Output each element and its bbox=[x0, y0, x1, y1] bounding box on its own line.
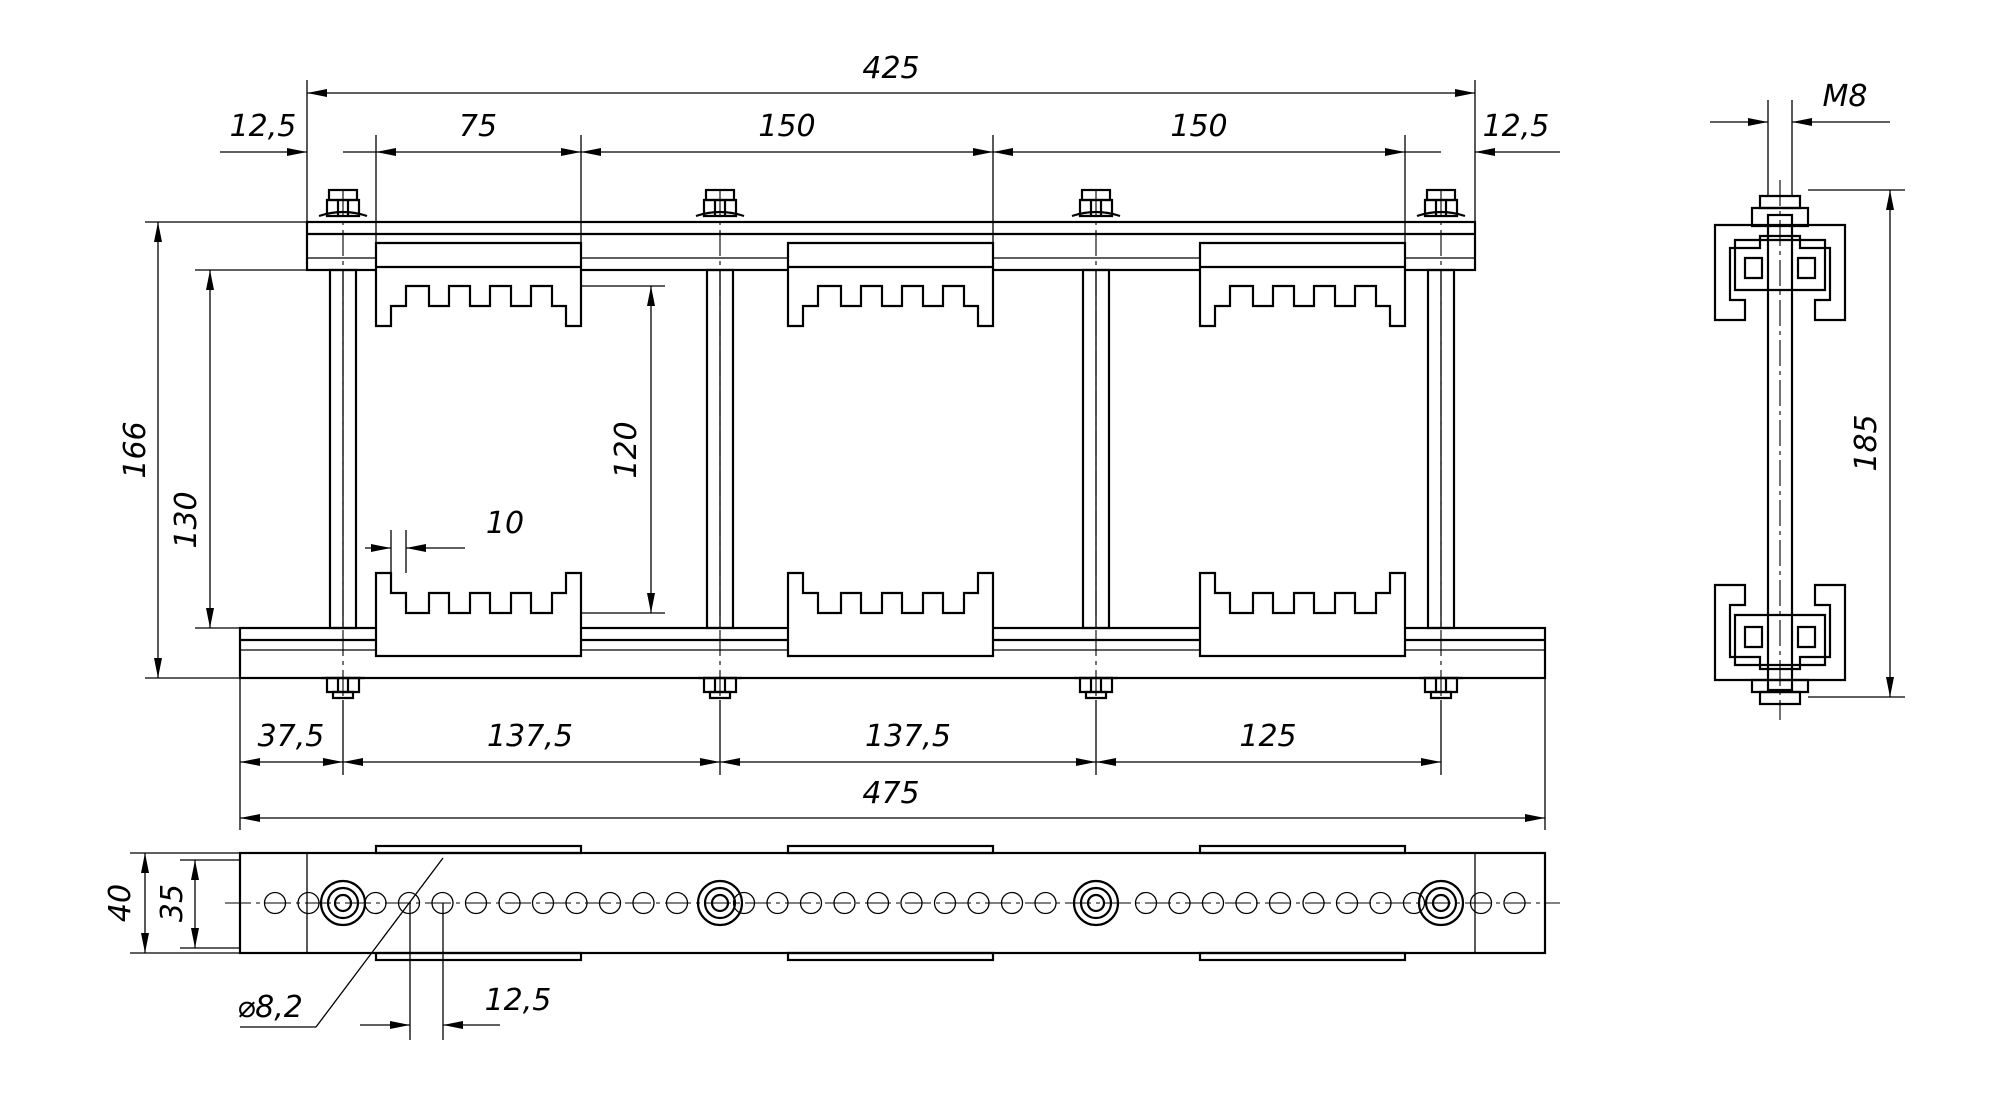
mounting-hole bbox=[1302, 891, 1325, 915]
mounting-hole bbox=[1402, 891, 1426, 915]
mounting-hole bbox=[263, 891, 287, 915]
dim-35: 35 bbox=[155, 884, 190, 922]
mounting-hole bbox=[1335, 891, 1359, 915]
dim-150-b: 150 bbox=[1170, 109, 1227, 144]
mounting-hole bbox=[1503, 891, 1526, 915]
dim-425: 425 bbox=[862, 51, 919, 86]
mounting-hole bbox=[799, 891, 823, 915]
dim-475: 475 bbox=[862, 776, 919, 811]
dim-12-5-bottom: 12,5 bbox=[485, 983, 552, 1018]
dim-12-5-left: 12,5 bbox=[230, 109, 297, 144]
dim-37-5: 37,5 bbox=[258, 719, 325, 754]
dim-150-a: 150 bbox=[758, 109, 815, 144]
mounting-hole bbox=[933, 891, 957, 915]
mounting-hole bbox=[1134, 891, 1158, 915]
mounting-hole bbox=[1034, 891, 1057, 915]
dim-137-5-b: 137,5 bbox=[865, 719, 951, 754]
mounting-hole bbox=[1235, 891, 1258, 915]
dim-diameter-8-2: ⌀8,2 bbox=[237, 990, 303, 1025]
bottom-combs bbox=[374, 571, 1407, 658]
mounting-hole bbox=[766, 891, 789, 915]
mounting-hole bbox=[967, 891, 990, 915]
front-view bbox=[238, 188, 1547, 700]
mounting-hole bbox=[866, 891, 890, 915]
mounting-hole bbox=[598, 891, 622, 915]
top-combs bbox=[374, 241, 1407, 328]
plan-view bbox=[225, 844, 1560, 962]
side-view bbox=[1713, 180, 1847, 720]
plan-bolts bbox=[319, 879, 1465, 927]
dim-75: 75 bbox=[459, 109, 497, 144]
mounting-hole bbox=[1369, 891, 1392, 915]
bottom-nuts bbox=[319, 676, 1465, 700]
mounting-hole bbox=[1268, 891, 1292, 915]
mounting-hole bbox=[665, 891, 689, 915]
dim-137-5-a: 137,5 bbox=[487, 719, 573, 754]
dim-40: 40 bbox=[103, 884, 138, 922]
mounting-hole bbox=[565, 891, 588, 915]
dim-120: 120 bbox=[609, 421, 644, 478]
mounting-hole bbox=[297, 891, 320, 915]
mounting-hole bbox=[900, 891, 923, 915]
dim-12-5-right: 12,5 bbox=[1483, 109, 1550, 144]
mounting-hole bbox=[833, 891, 856, 915]
side-dimensions: M8 185 bbox=[1710, 79, 1905, 698]
dim-10: 10 bbox=[486, 506, 524, 541]
mounting-hole bbox=[498, 891, 521, 915]
mounting-hole bbox=[732, 891, 756, 915]
dim-130: 130 bbox=[169, 491, 204, 548]
dim-166: 166 bbox=[118, 421, 153, 478]
mounting-hole bbox=[531, 891, 555, 915]
mounting-hole bbox=[397, 891, 421, 915]
rods bbox=[328, 268, 1456, 630]
holes-row bbox=[263, 891, 1526, 915]
mounting-hole bbox=[632, 891, 655, 915]
mounting-hole bbox=[1000, 891, 1024, 915]
top-nuts bbox=[317, 188, 1467, 218]
dim-125: 125 bbox=[1239, 719, 1296, 754]
dim-M8: M8 bbox=[1823, 79, 1868, 114]
dim-185: 185 bbox=[1849, 414, 1884, 471]
mounting-hole bbox=[1469, 891, 1493, 915]
front-dimensions: 425 12,5 75 150 150 12,5 166 130 120 1 bbox=[118, 51, 1560, 830]
mounting-hole bbox=[1168, 891, 1191, 915]
mounting-hole bbox=[464, 891, 488, 915]
mounting-hole bbox=[1201, 891, 1225, 915]
plan-dimensions: 40 35 ⌀8,2 12,5 bbox=[103, 852, 552, 1040]
